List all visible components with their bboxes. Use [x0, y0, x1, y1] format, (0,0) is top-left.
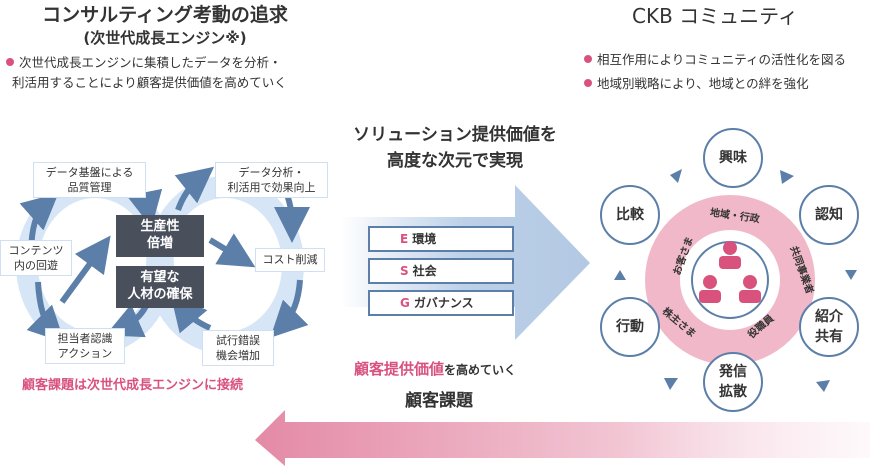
box-staff: 担当者認識アクション: [45, 328, 125, 364]
right-title: CKB コミュニティ: [632, 4, 798, 28]
left-subtitle: (次世代成長エンジン※): [83, 29, 247, 47]
box-talent: 有望な人材の確保: [116, 266, 204, 308]
arrow: [170, 294, 212, 334]
issue-caption: 顧客課題: [405, 391, 473, 411]
value-caption: 顧客提供価値を高めていく: [354, 360, 517, 378]
box-data-platform: データ基盤による品質管理: [33, 162, 146, 198]
right-bullet-1: 相互作用によりコミュニティの活性化を図る: [584, 50, 846, 70]
bullet-dot-icon: [6, 58, 14, 66]
box-analysis: データ分析・利活用で効果向上: [215, 162, 328, 198]
community-cycle: [614, 169, 857, 392]
cycle-compare: 比較: [600, 185, 660, 245]
arrow: [270, 279, 309, 338]
center-title: ソリューション提供価値を高度な次元で実現: [353, 125, 557, 171]
cycle-action: 行動: [600, 297, 660, 357]
cycle-introduce: 紹介共有: [799, 297, 859, 357]
people-icon: [699, 241, 761, 303]
box-content: コンテンツ内の回遊: [0, 240, 72, 276]
cycle-arrows: [614, 169, 857, 392]
left-footer: 顧客課題は次世代成長エンジンに接続: [22, 378, 244, 393]
box-trial: 試行錯誤機会増加: [202, 330, 274, 366]
left-title: コンサルティング考動の追求: [42, 4, 288, 26]
box-cost: コスト削減: [255, 248, 325, 272]
box-productivity: 生産性倍増: [116, 215, 204, 257]
cycle-awareness: 認知: [799, 185, 859, 245]
right-bullet-2: 地域別戦略により、地域との絆を強化: [584, 74, 809, 94]
arrow: [59, 235, 111, 304]
arrow: [26, 281, 65, 343]
arrow: [208, 233, 256, 268]
arrow: [174, 166, 215, 212]
back-arrow: [255, 410, 870, 466]
cycle-spread: 発信拡散: [703, 352, 763, 412]
bullet-dot-icon: [584, 55, 592, 63]
left-bullet: 次世代成長エンジンに集積したデータを分析・ 利活用することにより顧客提供価値を高…: [6, 53, 287, 93]
cycle-interest: 興味: [703, 128, 763, 188]
bullet-dot-icon: [584, 79, 592, 87]
